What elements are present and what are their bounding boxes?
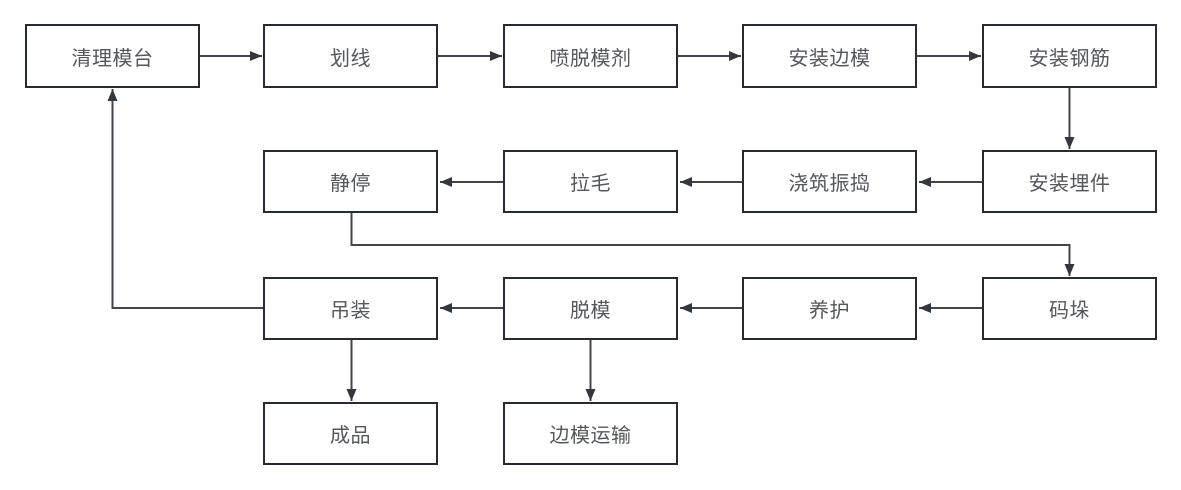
node-curing: 养护 [742,277,917,340]
node-marking: 划线 [263,24,438,88]
node-side-mold-transport: 边模运输 [503,402,678,465]
node-demolding: 脱模 [503,277,678,340]
node-pour-vibrate: 浇筑振捣 [742,150,917,213]
node-install-side-mold: 安装边模 [742,24,917,88]
node-finished-product: 成品 [263,402,438,465]
node-clean-mold-table: 清理模台 [25,24,200,88]
node-rest: 静停 [263,150,438,213]
node-roughening: 拉毛 [503,150,678,213]
node-hoisting: 吊装 [263,277,438,340]
node-install-rebar: 安装钢筋 [982,24,1157,88]
edge-hoisting-to-clean-mold-table [107,89,263,309]
node-spray-release-agent: 喷脱模剂 [503,24,678,88]
node-install-embedded: 安装埋件 [982,150,1157,213]
node-stacking: 码垛 [982,277,1157,340]
edge-rest-to-stacking [350,213,1075,276]
